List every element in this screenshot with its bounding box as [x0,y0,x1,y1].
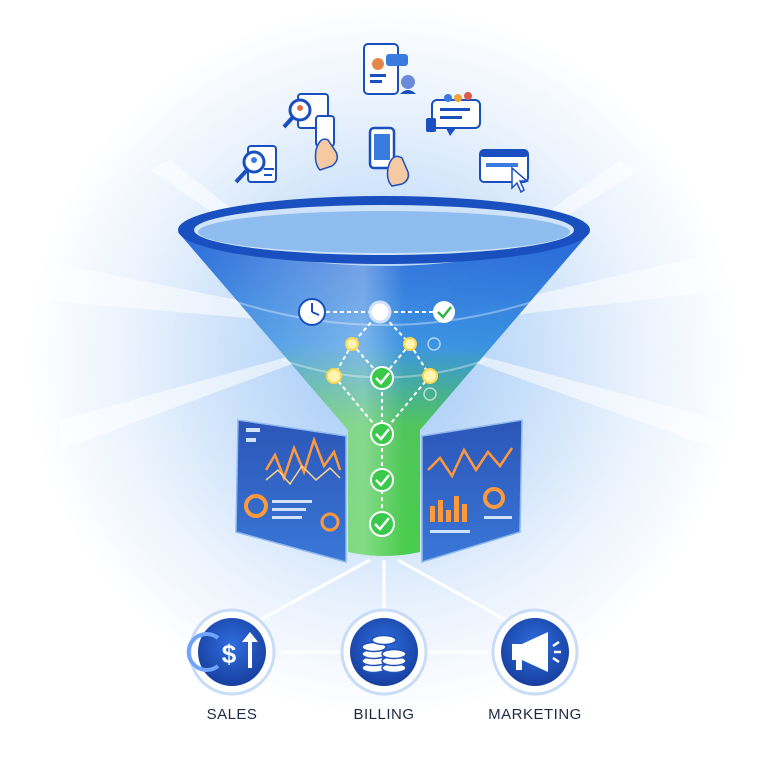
process-node [326,368,342,384]
coins-stack-icon [361,634,407,674]
process-node [368,300,392,324]
connector-lines [244,558,521,654]
marketing-circle [491,608,579,696]
left-dashboard-panel [235,419,347,563]
check-icon [423,337,441,401]
phone-tap-icon [368,126,410,187]
chat-bubble-icon [426,92,481,136]
process-node [422,368,438,384]
clock-icon [298,298,326,326]
billing-label: BILLING [353,706,415,723]
tap-document-icon [314,115,339,171]
check-icon [433,301,455,323]
process-node [345,337,359,351]
check-icon [370,422,394,446]
dollar-up-icon: $ [186,632,258,672]
browser-cursor-icon [479,149,530,194]
process-node [403,337,417,351]
sales-circle: $ [186,608,276,696]
check-icon [370,468,394,492]
sales-label: SALES [206,706,258,723]
billing-circle [340,608,428,696]
megaphone-icon [512,632,561,672]
right-dashboard-panel [421,419,523,564]
marketing-label: MARKETING [488,706,582,723]
check-icon [369,511,395,537]
magnifier-profile-icon [234,145,277,184]
profile-card-icon [363,43,416,95]
funnel [178,196,590,556]
check-icon [370,366,394,390]
svg-text:$: $ [222,639,237,669]
